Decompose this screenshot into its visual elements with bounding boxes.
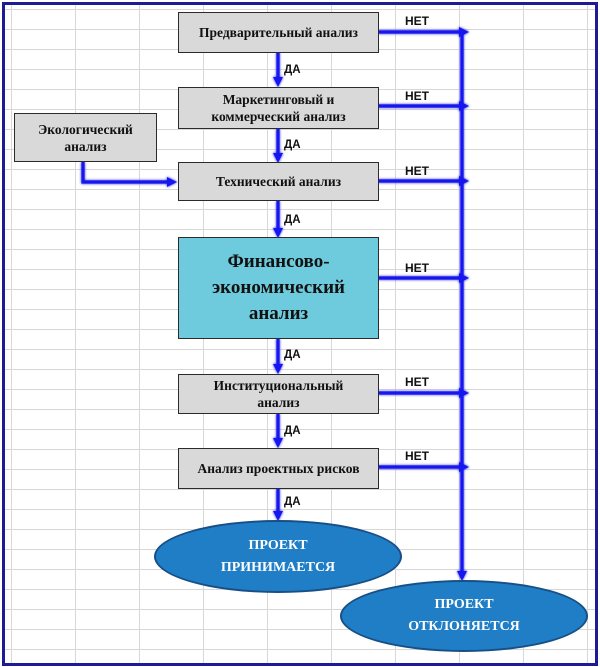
node-project-accepted: ПРОЕКТ ПРИНИМАЕТСЯ <box>154 520 402 593</box>
yes-label-6: ДА <box>284 496 301 508</box>
eco-to-technical-arrow <box>81 162 177 187</box>
yes-label-3: ДА <box>284 214 301 226</box>
node-marketing-analysis: Маркетинговый и коммерческий анализ <box>178 87 379 129</box>
no-label-5: НЕТ <box>405 375 429 389</box>
node-ecological-analysis: Экологический анализ <box>14 113 157 162</box>
node-project-rejected: ПРОЕКТ ОТКЛОНЯЕТСЯ <box>340 580 588 652</box>
node-financial-analysis: Финансово- экономический анализ <box>178 237 379 339</box>
no-label-4: НЕТ <box>405 261 429 275</box>
yes-label-5: ДА <box>284 425 301 437</box>
yes-label-1: ДА <box>284 64 301 76</box>
no-label-3: НЕТ <box>405 164 429 178</box>
node-institutional-analysis: Институциональный анализ <box>178 374 379 414</box>
node-risk-analysis: Анализ проектных рисков <box>178 448 379 489</box>
yes-label-4: ДА <box>284 349 301 361</box>
yes-label-2: ДА <box>284 139 301 151</box>
node-preliminary-analysis: Предварительный анализ <box>178 12 379 53</box>
no-label-6: НЕТ <box>405 449 429 463</box>
no-label-2: НЕТ <box>405 89 429 103</box>
node-technical-analysis: Технический анализ <box>178 162 379 201</box>
no-label-1: НЕТ <box>405 14 429 28</box>
